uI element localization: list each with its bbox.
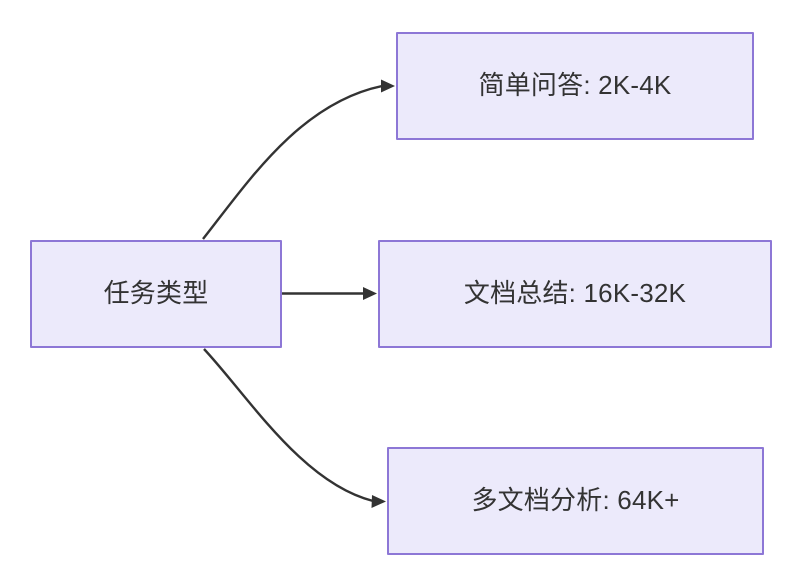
edge-root-to-simple-qa-path — [202, 84, 383, 240]
arrow-head-icon — [363, 287, 377, 300]
node-simple-qa[interactable]: 简单问答: 2K-4K — [396, 32, 754, 140]
node-doc-summary-label: 文档总结: 16K-32K — [463, 278, 687, 309]
edge-root-to-multi-doc-path — [203, 348, 374, 503]
node-task-type-label: 任务类型 — [103, 278, 209, 309]
arrow-head-icon — [371, 495, 386, 508]
node-multi-doc-analysis[interactable]: 多文档分析: 64K+ — [387, 447, 764, 555]
node-simple-qa-label: 简单问答: 2K-4K — [478, 70, 672, 101]
arrow-head-icon — [381, 79, 395, 93]
node-doc-summary[interactable]: 文档总结: 16K-32K — [378, 240, 772, 348]
edge-root-to-multi-doc — [203, 348, 386, 508]
node-multi-doc-analysis-label: 多文档分析: 64K+ — [471, 485, 680, 516]
edge-root-to-simple-qa — [202, 79, 395, 240]
edge-root-to-doc-summary — [282, 287, 377, 300]
node-task-type[interactable]: 任务类型 — [30, 240, 282, 348]
